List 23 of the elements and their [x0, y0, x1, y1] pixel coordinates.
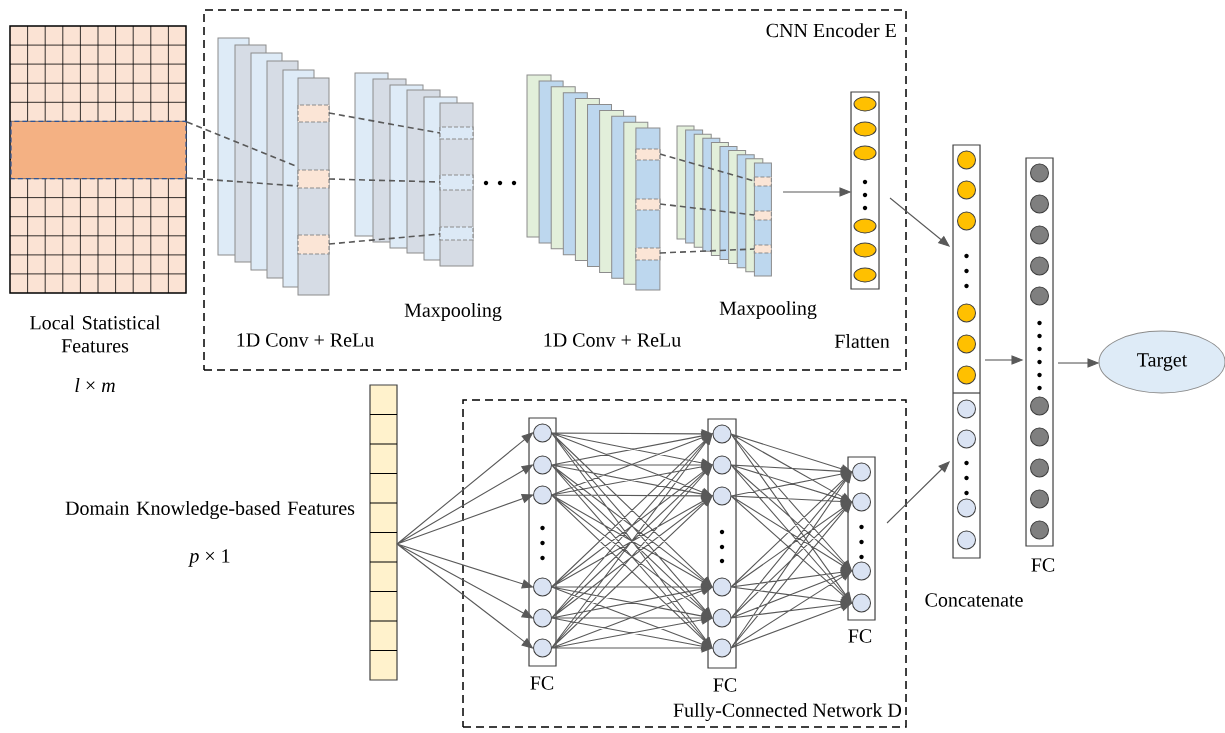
axis-label: l × m — [75, 378, 115, 392]
arrow — [984, 355, 1024, 365]
arrow — [550, 429, 713, 653]
layer-label: FC — [1031, 558, 1055, 572]
layer-label: FC — [848, 629, 872, 643]
layer-label: FC — [713, 678, 737, 692]
arrow — [782, 187, 852, 197]
arrow — [886, 461, 950, 524]
arrow — [730, 433, 853, 649]
layer-label: Concatenate — [925, 593, 1023, 607]
layer-label: Domain Knowledge-based Features — [65, 500, 355, 520]
projection-line — [186, 121, 299, 187]
layer-label: Maxpooling — [404, 302, 502, 322]
arrow — [889, 197, 950, 247]
layer-label: 1D Conv + ReLu — [544, 333, 681, 347]
layer-label: Flatten — [834, 333, 890, 349]
arrow — [1057, 358, 1100, 368]
layer-label: p × 1 — [188, 549, 230, 567]
layer-label: FC — [530, 676, 554, 690]
layer-label: Maxpooling — [719, 300, 817, 320]
arrow — [396, 432, 534, 649]
axis-label: Local Statistical Features — [30, 315, 161, 353]
layer-label: 1D Conv + ReLu — [237, 333, 374, 347]
